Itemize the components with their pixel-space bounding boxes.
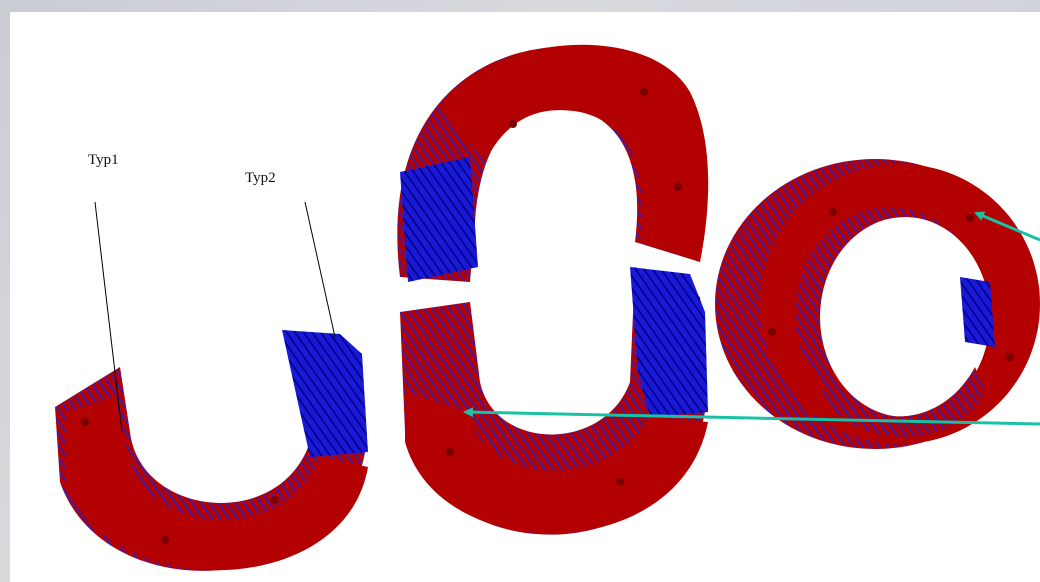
arrow-to-middle-segment [463, 407, 1040, 426]
bolt-hole [640, 88, 648, 96]
leader-line-typ1 [94, 201, 123, 433]
bolt-hole [829, 208, 837, 216]
label-typ2: Typ2 [245, 170, 276, 186]
half-ring-middle-bottom-blue-block [630, 267, 708, 417]
half-ring-left-front-face [65, 397, 368, 571]
arrow-to-ring-hole [974, 211, 1040, 242]
bolt-hole [446, 448, 454, 456]
bolt-hole [674, 183, 682, 191]
half-ring-middle-top-front-face [440, 44, 709, 262]
ring-blue-segment [960, 277, 995, 347]
assembled-ring-right [715, 159, 1040, 449]
half-ring-middle-top-blue-block [400, 157, 478, 282]
bolt-hole [509, 120, 517, 128]
half-ring-left [55, 330, 368, 571]
half-ring-middle-top [397, 44, 709, 282]
label-typ1: Typ1 [88, 152, 119, 168]
half-ring-left-blue-block [282, 330, 368, 457]
bolt-hole [161, 536, 169, 544]
bolt-hole [768, 328, 776, 336]
half-ring-middle-bottom-front-face [405, 392, 708, 534]
stator-assembly-diagram: Typ1 Typ2 [55, 44, 1040, 571]
bolt-hole [271, 496, 279, 504]
bolt-hole [616, 478, 624, 486]
bolt-hole [966, 214, 974, 222]
bolt-hole [1006, 353, 1014, 361]
bolt-hole [81, 418, 89, 426]
figure-canvas: Typ1 Typ2 [10, 12, 1040, 582]
leader-line-typ2 [304, 201, 336, 338]
half-ring-middle-bottom [400, 267, 708, 535]
ring-bore [820, 217, 990, 417]
